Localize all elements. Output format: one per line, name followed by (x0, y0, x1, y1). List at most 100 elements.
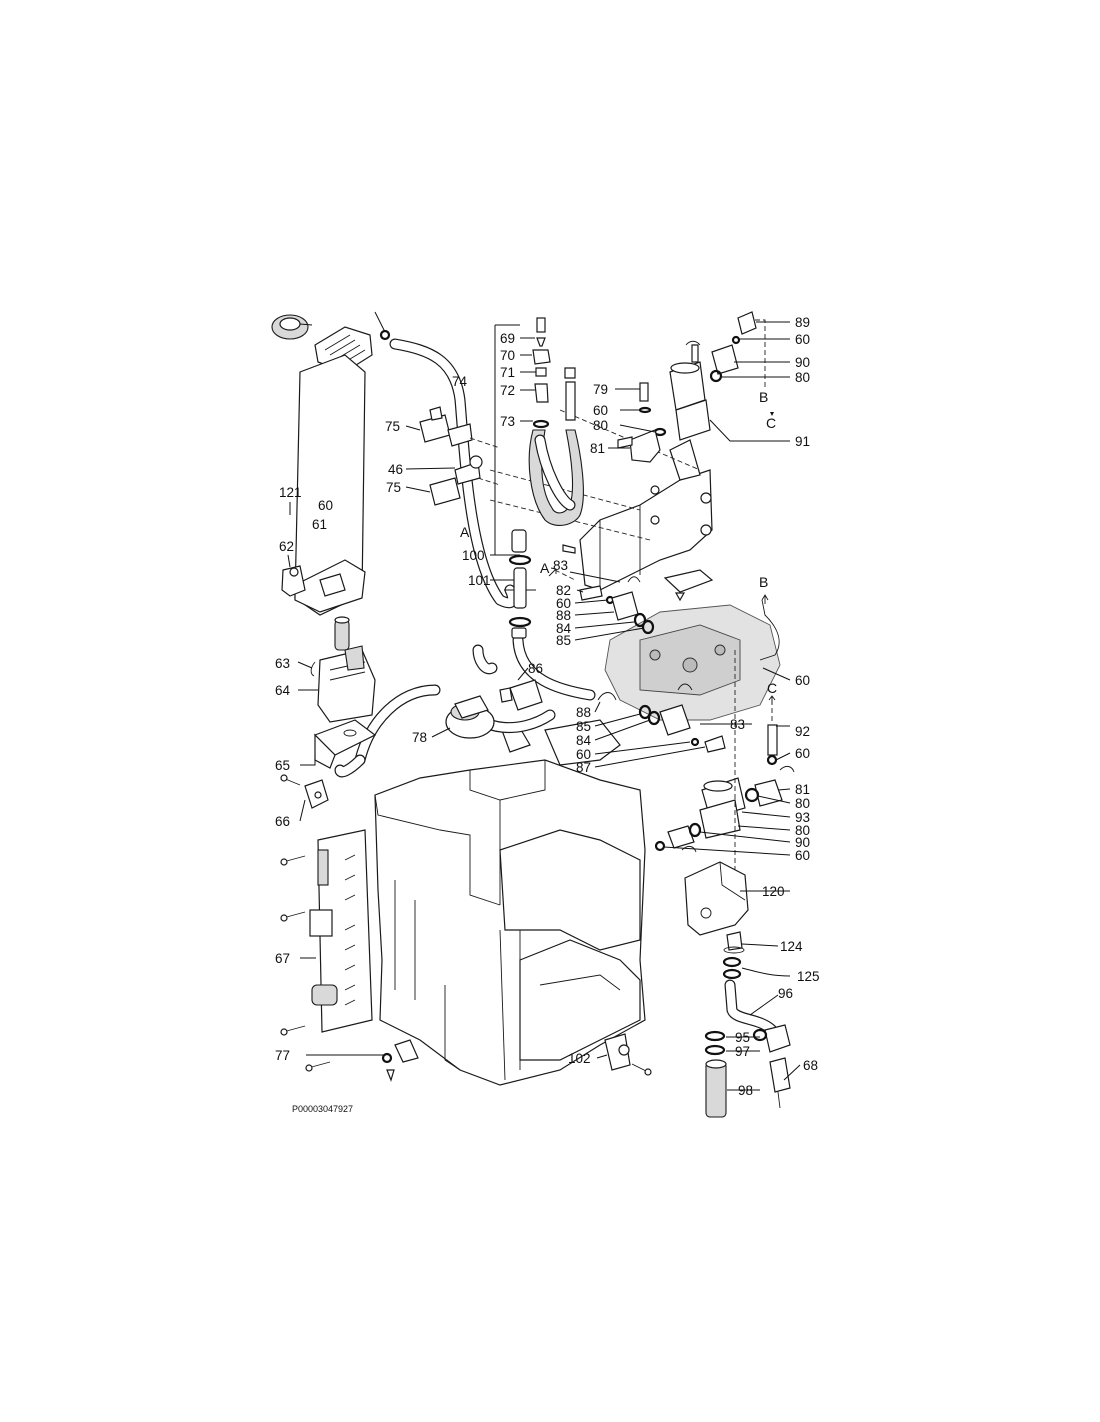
label-102: 102 (568, 1051, 591, 1066)
label-86: 86 (528, 661, 543, 676)
part-labels: 69 70 71 72 73 74 75 46 75 121 60 61 62 … (275, 315, 820, 1098)
label-89: 89 (795, 315, 810, 330)
label-77: 77 (275, 1048, 290, 1063)
label-80-right-a: 80 (795, 796, 810, 811)
label-72: 72 (500, 383, 515, 398)
label-96: 96 (778, 986, 793, 1001)
label-71: 71 (500, 365, 515, 380)
part-125-rings (722, 956, 742, 980)
part-78-flow-meter (445, 695, 495, 739)
label-125: 125 (797, 969, 820, 984)
label-67: 67 (275, 951, 290, 966)
label-65: 65 (275, 758, 290, 773)
label-98: 98 (738, 1083, 753, 1098)
main-housing (374, 719, 646, 1086)
label-78: 78 (412, 730, 427, 745)
connector-letters: A A B C B C (460, 389, 777, 704)
label-81-right: 81 (795, 782, 810, 797)
label-92: 92 (795, 724, 810, 739)
diagram-code: P00003047927 (292, 1104, 353, 1114)
part-77-connector (381, 1039, 419, 1082)
label-60-right-top: 60 (795, 673, 810, 688)
label-80-right-b: 80 (795, 823, 810, 838)
label-90-right: 90 (795, 835, 810, 850)
connector-c-right: C (767, 680, 777, 696)
part-91-solenoid-valve (669, 311, 757, 441)
connector-a-mid: A (540, 560, 550, 576)
label-74: 74 (452, 374, 468, 389)
label-64: 64 (275, 683, 291, 698)
label-90-top: 90 (795, 355, 810, 370)
label-95: 95 (735, 1030, 750, 1045)
part-65-bracket (313, 719, 377, 769)
label-101: 101 (468, 573, 491, 588)
part-102-latch (604, 1033, 652, 1076)
part-120-bracket (684, 861, 749, 936)
label-60-top: 60 (593, 403, 608, 418)
label-46: 46 (388, 462, 403, 477)
label-60-left: 60 (318, 498, 333, 513)
part-93-solenoid-valve (654, 724, 795, 853)
part-95-97-rings (704, 1030, 726, 1056)
label-80-top: 80 (593, 418, 608, 433)
leader-lines (287, 311, 801, 1091)
connector-a-top: A (460, 524, 470, 540)
label-60-mid: 60 (556, 596, 571, 611)
part-64-pump (310, 616, 376, 723)
label-97: 97 (735, 1044, 750, 1059)
label-124: 124 (780, 939, 803, 954)
o-ring-60-left (379, 329, 391, 341)
label-83-lower: 83 (730, 717, 745, 732)
label-69: 69 (500, 331, 515, 346)
label-85-top: 85 (556, 633, 571, 648)
label-87: 87 (576, 760, 591, 775)
part-98-filter-cartridge (705, 1059, 727, 1118)
label-121: 121 (279, 485, 302, 500)
label-82: 82 (556, 583, 571, 598)
label-73: 73 (500, 414, 515, 429)
label-60-right-mid: 60 (795, 746, 810, 761)
part-96-tube (724, 979, 791, 1053)
part-66-clip (280, 774, 329, 809)
label-63: 63 (275, 656, 290, 671)
label-60-right-bottom: 60 (795, 848, 810, 863)
part-67-circuit-board (280, 829, 373, 1072)
label-88-top: 88 (556, 608, 571, 623)
label-81-top: 81 (590, 441, 605, 456)
connector-c-top: C (766, 415, 776, 431)
label-80-topright: 80 (795, 370, 810, 385)
part-124-fitting (723, 931, 745, 954)
label-85-lower: 85 (576, 719, 591, 734)
label-79: 79 (593, 382, 608, 397)
part-84-valve-lower (597, 683, 726, 753)
path-a-link (554, 569, 576, 581)
label-84-top: 84 (556, 621, 572, 636)
label-91: 91 (795, 434, 810, 449)
path-b-top (755, 319, 766, 388)
label-83-top: 83 (553, 558, 568, 573)
label-88-lower: 88 (576, 705, 591, 720)
upper-bracket (489, 409, 714, 602)
part-68-connector (769, 1057, 791, 1109)
label-75-bottom: 75 (386, 480, 401, 495)
label-68: 68 (803, 1058, 818, 1073)
part-75-switches (419, 406, 501, 506)
label-62: 62 (279, 539, 294, 554)
label-75-top: 75 (385, 419, 400, 434)
label-84-lower: 84 (576, 733, 592, 748)
label-60-topright: 60 (795, 332, 810, 347)
label-100: 100 (462, 548, 485, 563)
connector-b-top: B (759, 389, 768, 405)
part-74-assembly (494, 317, 584, 639)
connector-b-right: B (759, 574, 768, 590)
label-61: 61 (312, 517, 327, 532)
label-60-lower: 60 (576, 747, 591, 762)
label-93: 93 (795, 810, 810, 825)
label-70: 70 (500, 348, 515, 363)
path-b-right (759, 599, 780, 661)
part-86-filter (499, 679, 543, 711)
label-66: 66 (275, 814, 290, 829)
part-81-valve-top (617, 382, 667, 463)
label-120: 120 (762, 884, 785, 899)
